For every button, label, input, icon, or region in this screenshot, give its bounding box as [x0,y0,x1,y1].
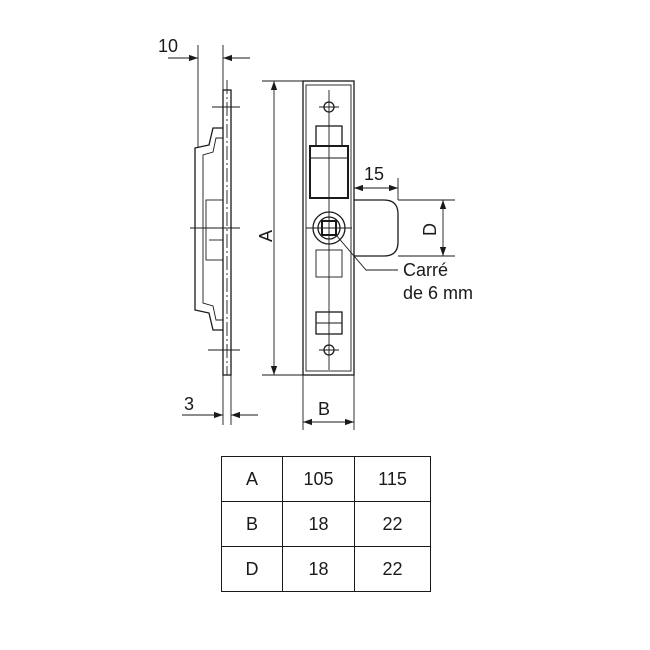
bolt-offset-label: 15 [364,164,384,184]
table-row: D 18 22 [221,546,431,592]
table-cell-value: 18 [282,546,355,592]
side-body-profile [194,127,223,331]
bolt-window [309,145,349,199]
front-plate [302,80,355,376]
protruding-bolt [354,199,399,257]
table-cell-key: D [221,546,283,592]
plate-thickness-label: 3 [184,394,194,414]
table-cell-key: B [221,501,283,547]
table-cell-value: 22 [354,546,431,592]
side-view: 10 3 [158,36,258,425]
lower-body [315,249,343,278]
callout-line-1: Carré [403,260,448,280]
side-body-inner-line [202,137,223,321]
diameter-label: D [420,223,440,236]
table-row: B 18 22 [221,501,431,547]
width-label: B [318,399,330,419]
front-view: A B 15 D Carré de 6 mm [256,80,473,430]
flange-width-label: 10 [158,36,178,56]
callout-leader [335,234,398,271]
table-cell-value: 22 [354,501,431,547]
table-cell-key: A [221,456,283,502]
table-cell-value: 115 [354,456,431,502]
table-cell-value: 18 [282,501,355,547]
side-inner-block [205,199,224,261]
height-label: A [256,230,276,242]
dimension-table: A 105 115 B 18 22 D 18 22 [221,456,431,592]
callout-line-2: de 6 mm [403,283,473,303]
table-cell-value: 105 [282,456,355,502]
table-row: A 105 115 [221,456,431,502]
